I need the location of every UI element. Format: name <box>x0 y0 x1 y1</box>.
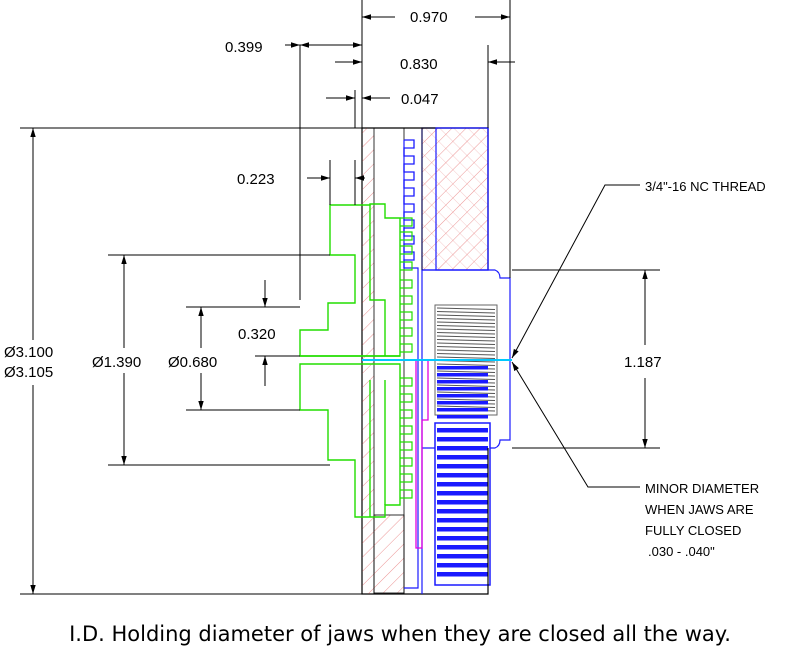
note-minor-1: MINOR DIAMETER <box>645 481 759 496</box>
chuck-section-drawing: 0.970 0.399 0.830 0.047 0.223 0.320 Ø3.1… <box>4 0 766 595</box>
dim-outer-dia-2: Ø3.105 <box>4 364 53 381</box>
dim-jaw-height: 0.320 <box>238 326 276 343</box>
dim-jaw-dia-small: Ø0.680 <box>168 354 217 371</box>
jaw-upper <box>299 203 401 357</box>
dim-overall-width: 0.970 <box>410 9 448 26</box>
dim-jaw-dia-large: Ø1.390 <box>92 354 141 371</box>
dim-jaw-step: 0.223 <box>237 171 275 188</box>
figure-caption: I.D. Holding diameter of jaws when they … <box>69 622 731 646</box>
dim-jaw-offset: 0.399 <box>225 39 263 56</box>
dimension-lines <box>20 0 660 595</box>
dim-inner-width: 0.830 <box>400 56 438 73</box>
note-thread: 3/4"-16 NC THREAD <box>645 179 766 194</box>
scroll-comb <box>403 139 419 589</box>
jaw-travel-path <box>408 359 432 549</box>
lower-thread-bars <box>437 366 488 577</box>
note-minor-4: .030 - .040" <box>648 544 715 559</box>
jaw-lower <box>299 363 401 518</box>
jaw-teeth <box>400 217 413 499</box>
dim-outer-dia-1: Ø3.100 <box>4 344 53 361</box>
note-minor-2: WHEN JAWS ARE <box>645 502 754 517</box>
dim-face-gap: 0.047 <box>401 91 439 108</box>
note-minor-3: FULLY CLOSED <box>645 523 741 538</box>
dim-thread-dia: 1.187 <box>624 354 662 371</box>
